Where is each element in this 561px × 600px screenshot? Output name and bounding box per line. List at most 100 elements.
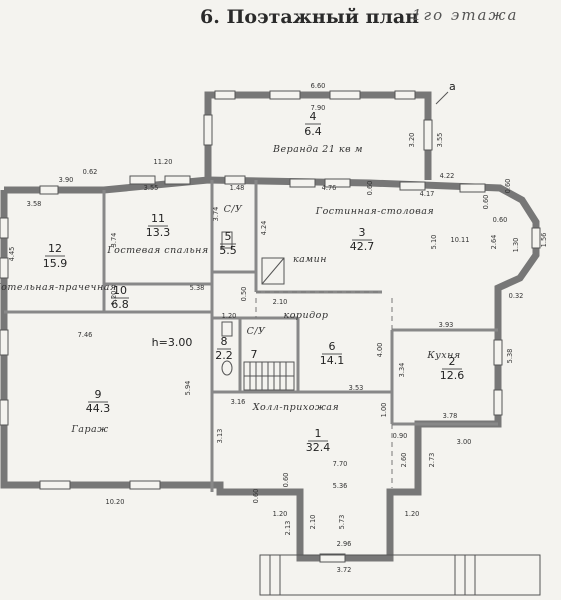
dim-label: 4.00	[376, 343, 384, 358]
room-6-area: 14.1	[320, 354, 345, 367]
windows	[0, 90, 541, 563]
dim-label: 3.93	[439, 321, 454, 329]
dim-label: 3.72	[337, 566, 352, 574]
plan-heading: 6. Поэтажный план	[200, 6, 420, 28]
dim-label: 3.16	[231, 398, 246, 406]
dim-label: 5.36	[333, 482, 348, 490]
dim-label: 2.13	[284, 521, 292, 536]
dim-label: 1.20	[273, 510, 288, 518]
room-5-number: 5	[225, 230, 232, 243]
dim-label: 4.22	[440, 172, 455, 180]
room-4-number: 4	[310, 110, 317, 123]
dim-label: 1.56	[540, 233, 548, 248]
room-3-number: 3	[359, 226, 366, 239]
dim-label: 6.60	[311, 82, 326, 90]
room-2-area: 12.6	[440, 369, 465, 382]
dim-label: 4.17	[420, 190, 435, 198]
axis-mark-label: a	[449, 80, 456, 93]
interior-walls	[4, 180, 498, 492]
dim-label: 3.34	[398, 363, 406, 378]
dim-label: 4.24	[260, 221, 268, 236]
entrance-steps	[259, 554, 541, 596]
dim-label: 0.60	[252, 489, 260, 504]
dim-label: 1.30	[512, 238, 520, 253]
dim-label: 0.60	[282, 473, 290, 488]
room-3-name: Гостинная-столовая	[315, 206, 434, 217]
dim-label: 0.50	[240, 287, 248, 302]
room-1-number: 1	[315, 427, 322, 440]
dim-label: 3.90	[59, 176, 74, 184]
dim-label: 10.11	[451, 236, 470, 244]
dim-label: 1.20	[222, 312, 237, 320]
room-7-number: 7	[251, 348, 258, 361]
plan-heading-handwritten: 1го этажа	[412, 6, 519, 24]
dim-label: 0.32	[509, 292, 524, 300]
dashed-lines	[255, 291, 393, 488]
room-11-area: 13.3	[146, 226, 171, 239]
room-2-number: 2	[449, 355, 456, 368]
room-10-number: 10	[113, 284, 127, 297]
dim-label: 5.73	[338, 515, 346, 530]
room-9-area: 44.3	[86, 402, 111, 415]
dim-label: 7.46	[78, 331, 93, 339]
dim-label: 1.20	[110, 291, 118, 306]
dim-label: 0.60	[493, 216, 508, 224]
dim-label: 10.20	[106, 498, 125, 506]
room-9-number: 9	[95, 388, 102, 401]
room-10-area: 6.8	[111, 298, 129, 311]
room-6-name: коридор	[284, 310, 329, 321]
dim-label: 3.78	[443, 412, 458, 420]
room-12-name: Котельная-прачечная	[0, 282, 117, 293]
dim-label: 3.58	[27, 200, 42, 208]
dim-label: 2.10	[309, 515, 317, 530]
dim-label: 3.53	[349, 384, 364, 392]
room-2-name: Кухня	[426, 350, 460, 361]
dim-label: 3.74	[212, 207, 220, 222]
fireplace-label: камин	[293, 254, 327, 265]
dim-label: 5.10	[430, 235, 438, 250]
room-5-area: 5.5	[219, 244, 237, 257]
room-3-area: 42.7	[350, 240, 375, 253]
dim-label: 1.00	[380, 403, 388, 418]
dim-label: 0.60	[482, 195, 490, 210]
room-8-number: 8	[221, 335, 228, 348]
room-9-name: Гараж	[71, 424, 109, 435]
dim-label: 11.20	[154, 158, 173, 166]
dim-label: 1.48	[230, 184, 245, 192]
dim-label: 3.00	[457, 438, 472, 446]
room-4-name: Веранда 21 кв м	[272, 144, 363, 155]
bathroom-fixtures	[221, 231, 233, 376]
exterior-walls	[0, 91, 540, 562]
dim-label: 7.70	[333, 460, 348, 468]
dim-label: 2.96	[337, 540, 352, 548]
room-8-name: С/У	[247, 326, 266, 337]
height-note: h=3.00	[152, 336, 193, 349]
dim-label: 0.62	[83, 168, 98, 176]
room-11-number: 11	[151, 212, 165, 225]
dim-label: 3.55	[436, 133, 444, 148]
dim-label: 3.13	[216, 429, 224, 444]
axis-marker: a	[435, 80, 456, 105]
dim-label: 5.38	[190, 284, 205, 292]
dim-label: 0.90	[393, 432, 408, 440]
room-4-area: 6.4	[304, 125, 322, 138]
dim-label: 4.76	[322, 184, 337, 192]
dim-label: 5.38	[506, 349, 514, 364]
room-1-area: 32.4	[306, 441, 331, 454]
dim-label: 3.55	[144, 184, 159, 192]
dim-label: 2.64	[490, 235, 498, 250]
room-12-area: 15.9	[43, 257, 68, 270]
dim-label: 0.60	[504, 179, 512, 194]
dim-label: 2.10	[273, 298, 288, 306]
staircase	[243, 361, 295, 391]
dim-label: 4.45	[8, 247, 16, 262]
room-5-name: С/У	[224, 204, 243, 215]
room-1-name: Холл-прихожая	[252, 402, 339, 413]
dim-label: 0.60	[366, 181, 374, 196]
room-6-number: 6	[329, 340, 336, 353]
dim-label: 3.20	[408, 133, 416, 148]
dim-label: 2.60	[400, 453, 408, 468]
dim-label: 5.94	[184, 381, 192, 396]
